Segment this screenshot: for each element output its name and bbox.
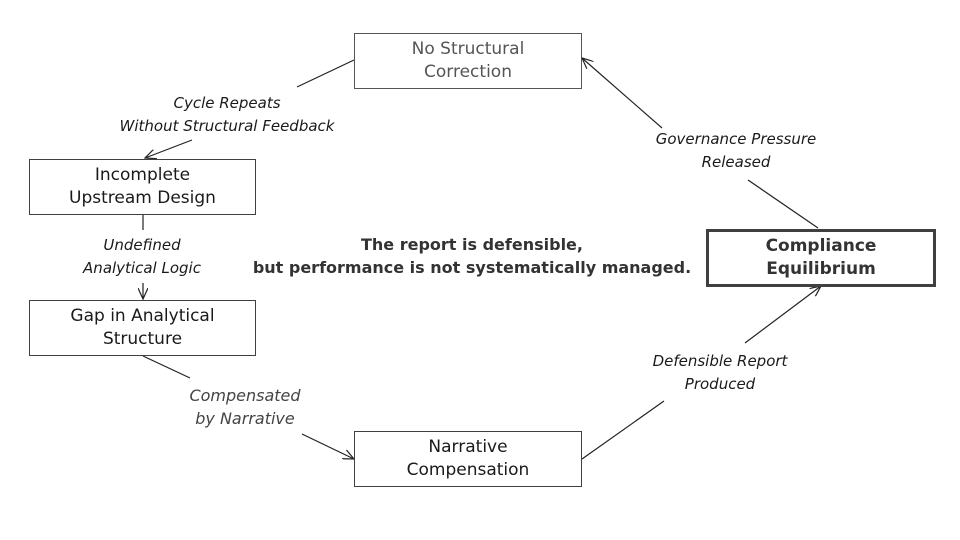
center-annotation-line: but performance is not systematically ma… (252, 258, 692, 277)
node-label-line: Gap in Analytical (70, 306, 215, 326)
edge-label-compensated-by-narrative: Compensated by Narrative (170, 384, 320, 430)
edge-label-cycle-repeats: Cycle Repeats Without Structural Feedbac… (102, 92, 352, 138)
node-no-structural-correction: No Structural Correction (354, 33, 582, 89)
node-compliance-equilibrium: Compliance Equilibrium (706, 229, 936, 287)
node-label-line: Correction (424, 62, 512, 82)
node-label-line: Compliance (765, 236, 877, 256)
edge-label-line: Analytical Logic (83, 259, 201, 277)
node-label-line: Narrative (428, 437, 508, 457)
edge-label-line: Defensible Report (652, 352, 788, 370)
node-label-line: Incomplete (94, 165, 191, 185)
node-label-line: Upstream Design (69, 188, 216, 208)
edge-label-governance-pressure-released: Governance Pressure Released (636, 128, 836, 174)
node-label-line: Compensation (406, 460, 530, 480)
edge-compliance-to-governance-label (747, 179, 819, 229)
node-narrative-compensation: Narrative Compensation (354, 431, 582, 487)
edge-label-line: Without Structural Feedback (119, 117, 335, 135)
edge-defensible-label-to-compliance (744, 286, 821, 344)
edge-label-line: Undefined (103, 236, 181, 254)
center-annotation: The report is defensible, but performanc… (232, 233, 712, 279)
node-incomplete-upstream-design: Incomplete Upstream Design (29, 159, 256, 215)
edge-narrative-to-defensible-label (581, 400, 665, 460)
edge-label-line: Cycle Repeats (173, 94, 281, 112)
edge-label-line: Compensated (189, 386, 301, 405)
edge-label-line: by Narrative (195, 409, 295, 428)
edge-label-line: Released (701, 153, 771, 171)
edge-cycle-label-to-incomplete-design (145, 139, 193, 158)
edge-compensated-label-to-narrative (301, 433, 354, 459)
node-label-line: Structure (102, 329, 183, 349)
edge-label-defensible-report-produced: Defensible Report Produced (630, 350, 810, 396)
edge-label-line: Governance Pressure (655, 130, 817, 148)
node-gap-in-analytical-structure: Gap in Analytical Structure (29, 300, 256, 356)
node-label-line: Equilibrium (766, 259, 876, 279)
node-label-line: No Structural (411, 39, 525, 59)
edge-no-correction-to-cycle-label (296, 59, 355, 88)
edge-governance-label-to-no-correction (582, 58, 663, 129)
edge-label-line: Produced (684, 375, 756, 393)
center-annotation-line: The report is defensible, (361, 235, 583, 254)
edge-gap-to-compensated-label (142, 355, 191, 379)
edge-label-undefined-analytical-logic: Undefined Analytical Logic (62, 234, 222, 280)
